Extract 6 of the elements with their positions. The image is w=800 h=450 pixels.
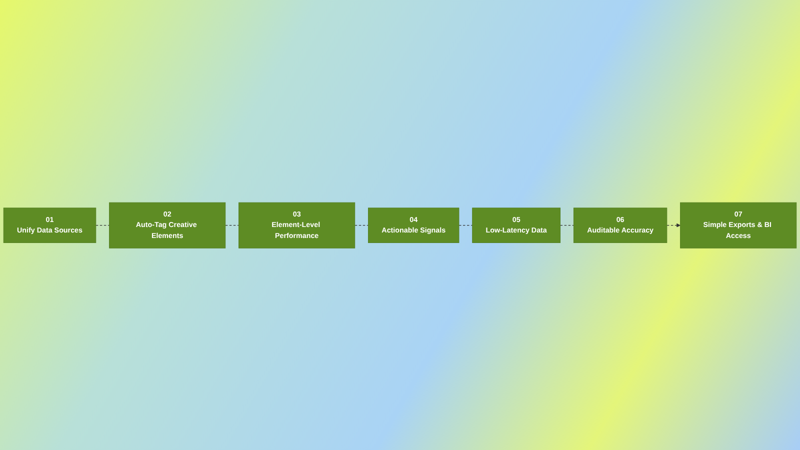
connector bbox=[560, 224, 574, 226]
connector bbox=[96, 224, 110, 226]
connector bbox=[225, 224, 240, 226]
arrow bbox=[666, 223, 680, 227]
connector bbox=[354, 224, 369, 226]
connector bbox=[458, 224, 473, 226]
